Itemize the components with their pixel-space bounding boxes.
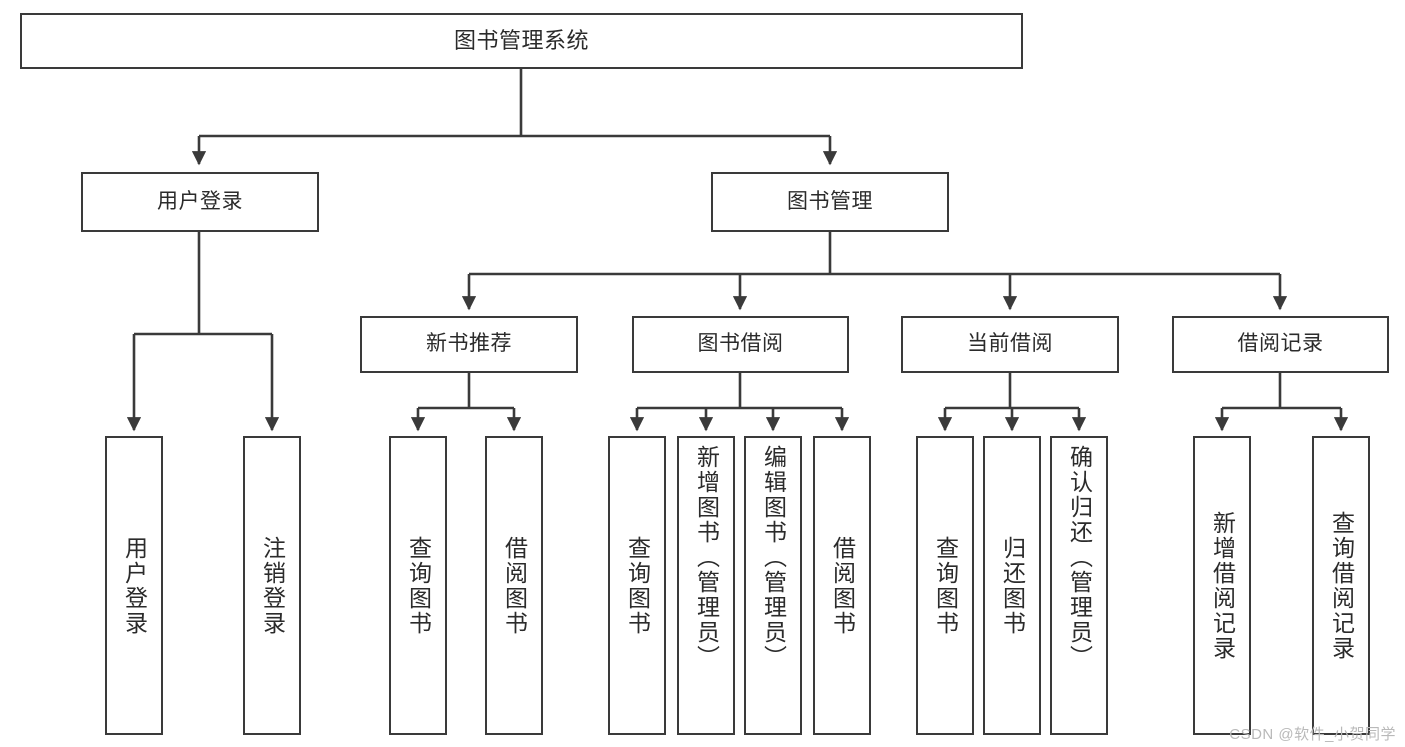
- node-new-book-recommend-label: 新书推荐: [426, 332, 512, 356]
- node-user-login-label: 用户登录: [157, 189, 243, 213]
- node-root-book-management-system[interactable]: 图书管理系统: [20, 13, 1023, 69]
- node-leaf-return-book-label: 归还图书: [999, 535, 1026, 636]
- node-root-label: 图书管理系统: [453, 28, 589, 54]
- node-leaf-add-record[interactable]: 新增借阅记录: [1193, 436, 1251, 735]
- node-leaf-add-record-label: 新增借阅记录: [1209, 510, 1236, 661]
- node-leaf-query-book-2[interactable]: 查询图书: [608, 436, 666, 735]
- node-leaf-borrow-book-2[interactable]: 借阅图书: [813, 436, 871, 735]
- node-current-borrow[interactable]: 当前借阅: [901, 316, 1119, 373]
- node-leaf-confirm-return[interactable]: 确认归还（管理员）: [1050, 436, 1108, 735]
- node-current-borrow-label: 当前借阅: [967, 332, 1053, 356]
- node-leaf-add-book[interactable]: 新增图书（管理员）: [677, 436, 735, 735]
- node-leaf-return-book[interactable]: 归还图书: [983, 436, 1041, 735]
- node-leaf-edit-book-label: 编辑图书（管理员）: [760, 445, 787, 670]
- node-user-login[interactable]: 用户登录: [81, 172, 319, 232]
- node-leaf-borrow-book-1[interactable]: 借阅图书: [485, 436, 543, 735]
- node-leaf-query-book-1-label: 查询图书: [405, 535, 432, 636]
- node-leaf-edit-book[interactable]: 编辑图书（管理员）: [744, 436, 802, 735]
- node-leaf-query-book-3[interactable]: 查询图书: [916, 436, 974, 735]
- node-book-borrow-label: 图书借阅: [697, 332, 784, 356]
- node-borrow-record[interactable]: 借阅记录: [1172, 316, 1389, 373]
- node-leaf-query-record[interactable]: 查询借阅记录: [1312, 436, 1370, 735]
- node-borrow-record-label: 借阅记录: [1237, 332, 1324, 356]
- node-leaf-logout-login-label: 注销登录: [259, 535, 286, 636]
- node-leaf-query-record-label: 查询借阅记录: [1328, 510, 1355, 661]
- node-book-manage-label: 图书管理: [787, 189, 873, 213]
- node-leaf-borrow-book-2-label: 借阅图书: [829, 535, 856, 636]
- node-leaf-borrow-book-1-label: 借阅图书: [501, 535, 528, 636]
- node-leaf-add-book-label: 新增图书（管理员）: [693, 445, 720, 670]
- node-leaf-confirm-return-label: 确认归还（管理员）: [1066, 445, 1093, 670]
- node-book-borrow[interactable]: 图书借阅: [632, 316, 849, 373]
- node-leaf-user-login-label: 用户登录: [121, 535, 148, 636]
- node-leaf-logout-login[interactable]: 注销登录: [243, 436, 301, 735]
- node-leaf-user-login[interactable]: 用户登录: [105, 436, 163, 735]
- node-book-manage[interactable]: 图书管理: [711, 172, 949, 232]
- node-leaf-query-book-1[interactable]: 查询图书: [389, 436, 447, 735]
- node-new-book-recommend[interactable]: 新书推荐: [360, 316, 578, 373]
- node-leaf-query-book-3-label: 查询图书: [932, 535, 959, 636]
- node-leaf-query-book-2-label: 查询图书: [624, 535, 651, 636]
